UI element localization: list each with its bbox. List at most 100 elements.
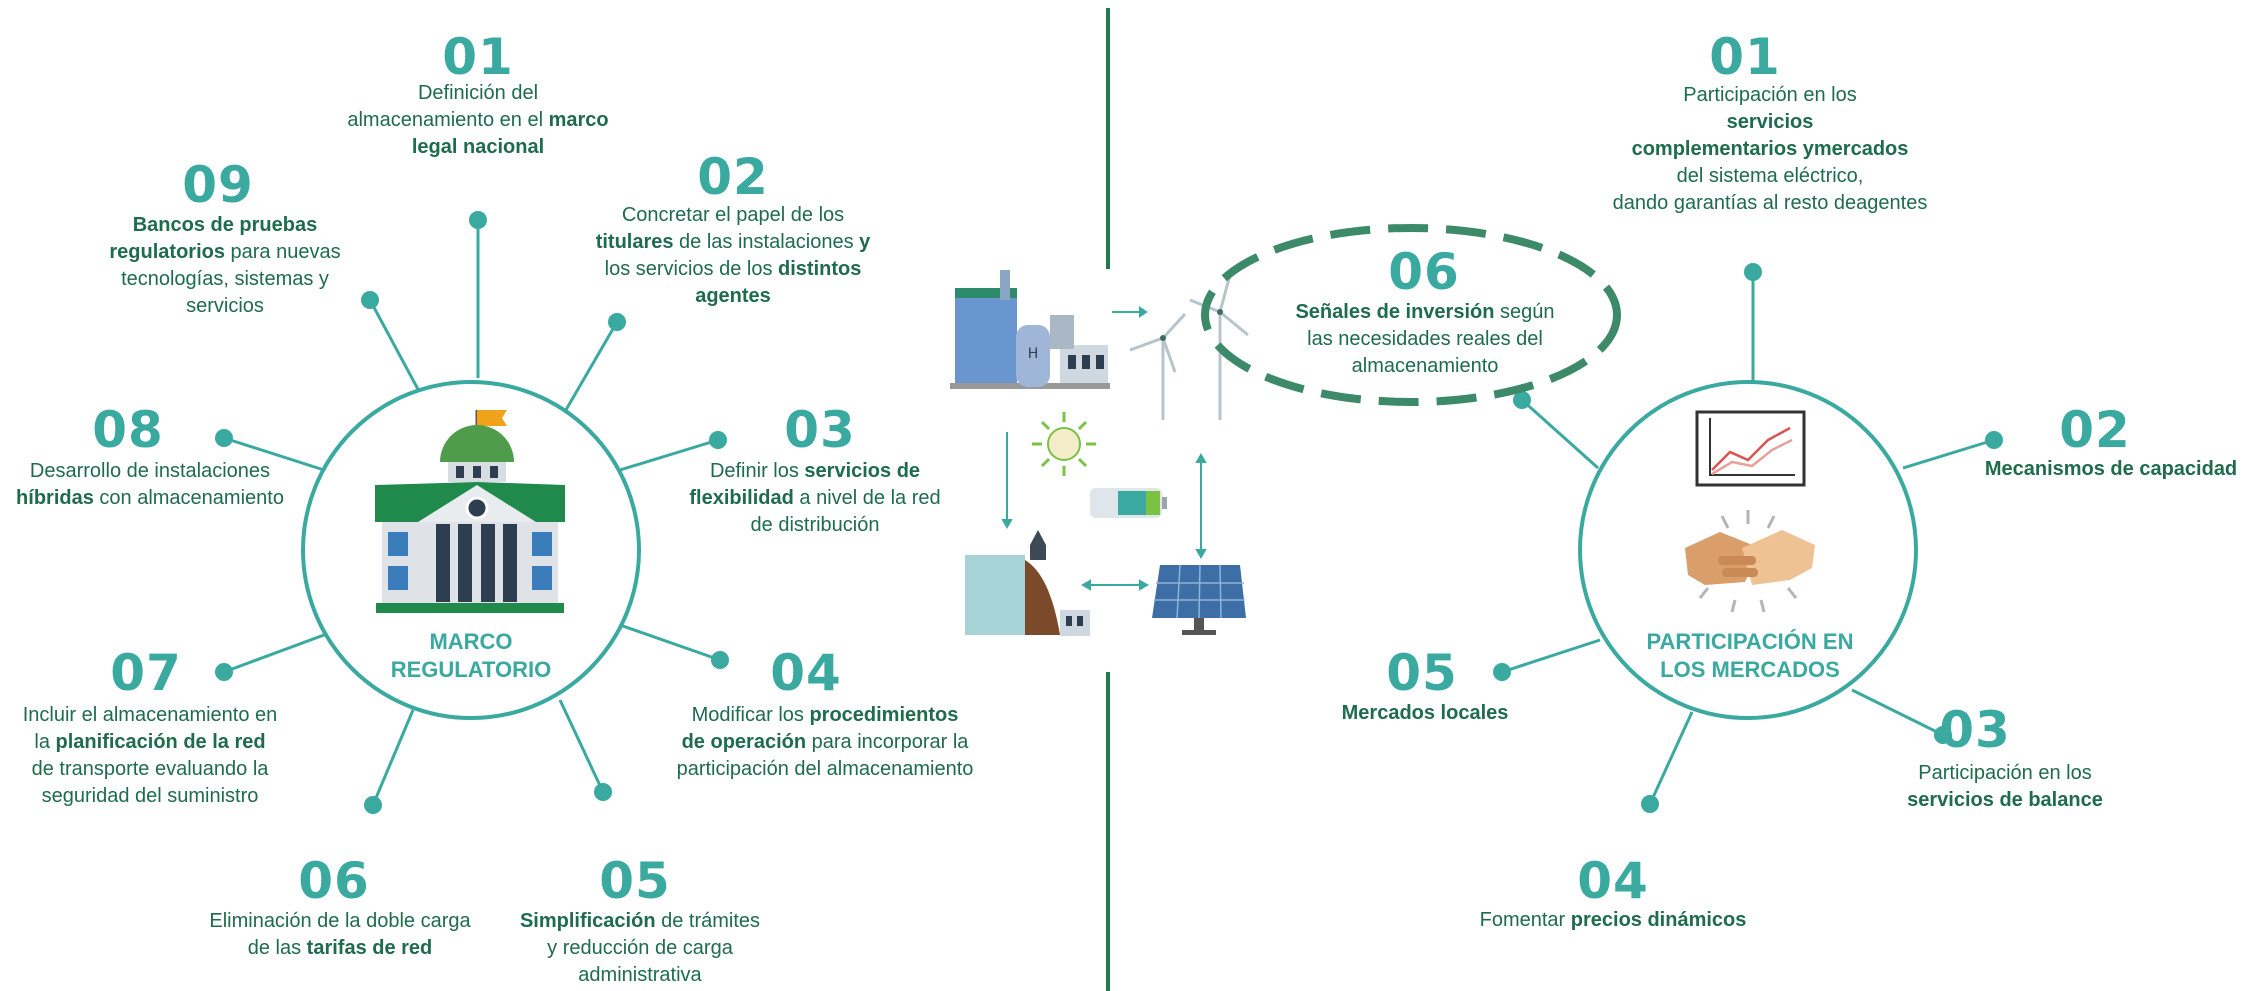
spoke-dot — [1985, 431, 2003, 449]
text-segment: de las — [247, 937, 307, 959]
solar-panel-icon — [1152, 564, 1246, 635]
left-item-06-number: 06 — [298, 852, 370, 910]
bold-text-segment: mercados — [1813, 138, 1909, 160]
marco-regulatorio-label: MARCO REGULATORIO — [390, 629, 552, 682]
text-segment: Definición del — [417, 82, 539, 104]
bold-text-segment: flexibilidad — [689, 487, 794, 509]
text-segment: Fomentar — [1479, 909, 1571, 931]
text-segment: para incorporar la — [806, 731, 969, 753]
right-item-03-number: 03 — [1939, 701, 2011, 759]
spoke-dot — [711, 651, 729, 669]
spoke-dot — [364, 796, 382, 814]
wind-turbine-icon — [1129, 274, 1249, 420]
bold-text-segment: Bancos de pruebas — [132, 214, 318, 236]
left-item-06-text: Eliminación de la doble carga de las tari… — [190, 908, 490, 962]
left-item-01-number: 01 — [442, 28, 514, 86]
spoke-dot — [709, 431, 727, 449]
bold-text-segment: distintos — [778, 258, 862, 280]
left-item-08-number: 08 — [92, 401, 164, 459]
spoke-dot — [361, 291, 379, 309]
left-item-07-number: 07 — [110, 644, 182, 702]
text-segment: Definir los — [709, 460, 805, 482]
bold-text-segment: y — [859, 231, 871, 253]
text-segment: servicios — [186, 295, 264, 317]
right-item-06-number: 06 — [1388, 243, 1460, 301]
right-item-04-text: Fomentar precios dinámicos — [1468, 907, 1758, 934]
handshake-icon — [1685, 510, 1815, 613]
bold-text-segment: servicios de balance — [1907, 789, 2103, 811]
sun-icon — [1032, 412, 1096, 476]
text-segment: de trámites — [655, 910, 761, 932]
left-item-04-number: 04 — [770, 644, 842, 702]
left-item-02-number: 02 — [697, 148, 769, 206]
left-item-03-text: Definir los servicios de flexibilidad a n… — [665, 458, 965, 539]
spoke-dot — [608, 313, 626, 331]
text-segment: las necesidades reales del — [1307, 328, 1543, 350]
right-item-04-number: 04 — [1577, 852, 1649, 910]
text-segment: dando garantías al resto de — [1612, 192, 1857, 214]
text-segment: y reducción de carga — [547, 937, 733, 959]
bold-text-segment: tarifas de red — [306, 937, 433, 959]
text-segment: participación del almacenamiento — [676, 758, 974, 780]
right-item-05-text: Mercados locales — [1300, 700, 1550, 727]
bold-text-segment: Mercados locales — [1341, 702, 1509, 724]
bold-text-segment: Señales de inversión — [1295, 301, 1495, 323]
text-segment: del sistema eléctrico, — [1676, 165, 1864, 187]
spoke-dot — [594, 783, 612, 801]
bold-text-segment: legal nacional — [411, 136, 545, 158]
text-segment: administrativa — [578, 964, 702, 986]
bold-text-segment: precios dinámicos — [1570, 909, 1747, 931]
text-segment: almacenamiento — [1351, 355, 1499, 377]
left-item-05-number: 05 — [599, 852, 671, 910]
text-segment: Eliminación de la doble carga — [209, 910, 471, 932]
bold-text-segment: complementarios y — [1631, 138, 1814, 160]
text-segment: tecnologías, sistemas y — [121, 268, 329, 290]
bold-text-segment: servicios de — [804, 460, 921, 482]
spoke-dot — [1513, 391, 1531, 409]
text-segment: los servicios de los — [604, 258, 779, 280]
bold-text-segment: Simplificación — [519, 910, 656, 932]
left-spokes — [223, 220, 721, 806]
text-segment: Modificar los — [691, 704, 810, 726]
highlight-ellipse — [1201, 224, 1621, 406]
svg-text:H: H — [1028, 346, 1039, 362]
battery-icon — [1090, 488, 1167, 518]
text-segment: Desarrollo de instalaciones — [29, 460, 271, 482]
bold-text-segment: procedimientos — [809, 704, 959, 726]
text-segment: agentes — [1856, 192, 1928, 214]
bold-text-segment: titulares — [595, 231, 674, 253]
right-item-03-text: Participación en los servicios de balance — [1885, 760, 2125, 814]
spoke-dot — [1641, 795, 1659, 813]
right-item-01-number: 01 — [1709, 28, 1781, 86]
text-segment: de las instalaciones — [673, 231, 860, 253]
text-segment: de distribución — [750, 514, 880, 536]
text-segment: almacenamiento en el — [347, 109, 549, 131]
factory-icon — [950, 270, 1110, 389]
right-spoke-dots — [1493, 263, 2003, 813]
hydro-dam-icon — [965, 530, 1090, 636]
right-item-05-number: 05 — [1386, 644, 1458, 702]
bold-text-segment: agentes — [695, 285, 771, 307]
government-building-icon — [375, 410, 565, 613]
section-divider — [1106, 8, 1110, 269]
right-spokes — [1501, 272, 1995, 805]
bold-text-segment: de operación — [681, 731, 807, 753]
bold-text-segment: Mecanismos de capacidad — [1984, 458, 2238, 480]
text-segment: Participación en los — [1683, 84, 1857, 106]
right-item-02-number: 02 — [2059, 401, 2131, 459]
text-segment: la — [34, 731, 56, 753]
line-chart-icon — [1695, 410, 1806, 487]
text-segment: Participación en los — [1918, 762, 2092, 784]
spoke-dot — [1744, 263, 1762, 281]
text-segment: a nivel de la red — [793, 487, 941, 509]
hydrogen-tank-icon: H — [1016, 325, 1050, 387]
mercados-label: PARTICIPACIÓN EN LOS MERCADOS — [1646, 629, 1854, 682]
